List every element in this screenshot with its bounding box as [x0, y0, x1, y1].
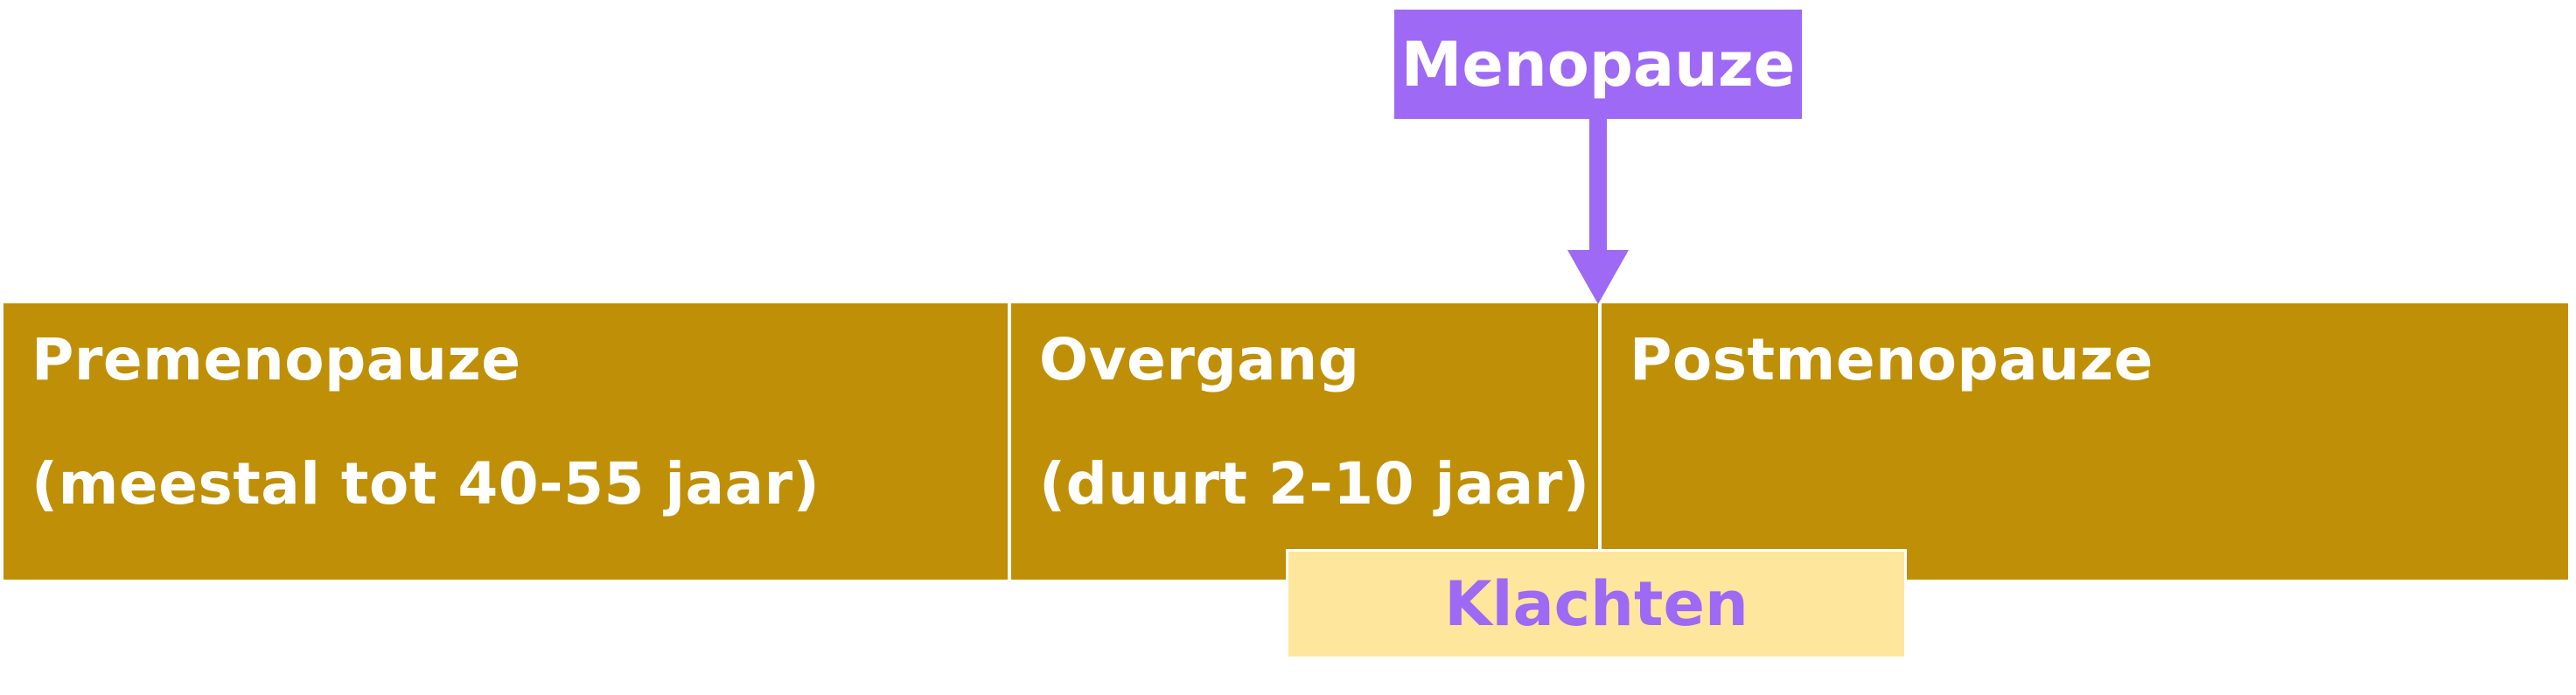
menopauze-marker-label: Menopauze — [1394, 10, 1802, 119]
phase-title: Postmenopauze — [1630, 326, 2154, 393]
timeline: Premenopauze (meestal tot 40-55 jaar) Ov… — [3, 303, 2568, 580]
phase-postmenopauze: Postmenopauze — [1602, 303, 2568, 580]
phase-overgang: Overgang (duurt 2-10 jaar) — [1011, 303, 1598, 580]
phase-premenopauze: Premenopauze (meestal tot 40-55 jaar) — [3, 303, 1008, 580]
phase-title: Overgang — [1039, 326, 1360, 393]
down-arrow-icon — [1567, 119, 1629, 304]
phase-title: Premenopauze — [31, 326, 521, 393]
phase-subtitle: (duurt 2-10 jaar) — [1039, 450, 1590, 518]
klachten-label: Klachten — [1286, 549, 1907, 659]
phase-subtitle: (meestal tot 40-55 jaar) — [31, 450, 820, 518]
